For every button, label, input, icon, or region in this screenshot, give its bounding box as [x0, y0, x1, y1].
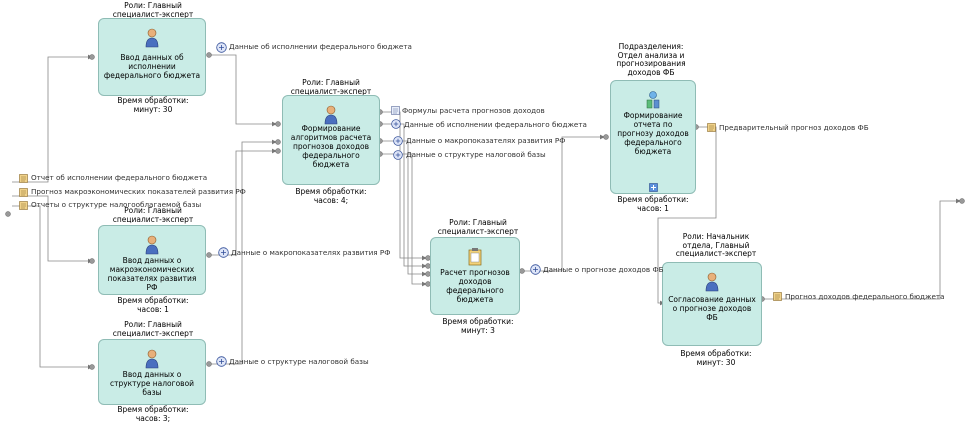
- edge-input-n1: [12, 54, 93, 183]
- org-unit-icon: [646, 91, 660, 109]
- process-name: Расчет прогнозов доходов федерального бю…: [440, 268, 510, 304]
- document-icon: [391, 106, 400, 115]
- role-label: Роли: Главный специалист-эксперт: [112, 1, 194, 19]
- data-label: Данные о прогнозе доходов ФБ: [543, 265, 664, 274]
- data-label: Данные о структуре налоговой базы: [229, 357, 369, 366]
- edge-n4-macro: [382, 140, 427, 277]
- process-node-calc-forecast[interactable]: Расчет прогнозов доходов федерального бю…: [430, 237, 520, 315]
- user-icon: [324, 105, 338, 125]
- process-name: Ввод данных об исполнении федерального б…: [103, 53, 201, 80]
- data-label: Данные о структуре налоговой базы: [406, 150, 546, 159]
- time-label: Время обработки: часов: 3;: [117, 405, 189, 423]
- role-label: Роли: Главный специалист-эксперт: [112, 320, 194, 338]
- document-icon: [19, 188, 28, 197]
- role-label: Роли: Главный специалист-эксперт: [437, 218, 519, 236]
- data-label: Данные об исполнении федерального бюджет…: [404, 120, 587, 129]
- data-object-icon: [393, 136, 403, 146]
- edge-n1-exec: [209, 54, 277, 127]
- document-icon: [19, 174, 28, 183]
- data-object-icon: [216, 42, 227, 53]
- time-label: Время обработки: часов: 4;: [295, 187, 367, 205]
- clipboard-icon: [468, 248, 482, 266]
- process-node-algorithms[interactable]: Формирование алгоритмов расчета прогнозо…: [282, 95, 380, 185]
- document-icon: [707, 123, 716, 132]
- department-label: Подразделения: Отдел анализа и прогнозир…: [616, 42, 686, 77]
- user-icon: [705, 272, 719, 292]
- data-label: Данные об исполнении федерального бюджет…: [229, 42, 412, 51]
- data-label: Данные о макропоказателях развития РФ: [406, 136, 566, 145]
- document-icon: [773, 292, 782, 301]
- edge-n4-tax: [382, 153, 427, 287]
- role-label: Роли: Главный специалист-эксперт: [290, 78, 372, 96]
- data-object-icon: [393, 150, 403, 160]
- edge-input-n3: [12, 205, 93, 370]
- data-label: Формулы расчета прогнозов доходов: [402, 106, 545, 115]
- edge-n4-exec: [382, 123, 427, 269]
- data-object-icon: [216, 356, 227, 367]
- edge-n2-macro: [209, 148, 277, 256]
- document-icon: [19, 201, 28, 210]
- data-object-icon: [530, 264, 541, 275]
- process-node-macro-input[interactable]: Ввод данных о макроэкономических показат…: [98, 225, 206, 295]
- expand-subprocess-icon[interactable]: [649, 183, 658, 192]
- process-name: Формирование отчета по прогнозу доходов …: [617, 111, 689, 156]
- process-node-exec-budget-input[interactable]: Ввод данных об исполнении федерального б…: [98, 18, 206, 96]
- process-node-tax-input[interactable]: Ввод данных о структуре налоговой базы: [98, 339, 206, 405]
- data-object-icon: [218, 247, 229, 258]
- input-label: Прогноз макроэкономических показателей р…: [31, 187, 246, 196]
- user-icon: [145, 349, 159, 369]
- role-label: Роли: Начальник отдела, Главный специали…: [675, 232, 757, 258]
- process-name: Ввод данных о макроэкономических показат…: [107, 256, 197, 292]
- role-label: Роли: Главный специалист-эксперт: [112, 206, 194, 224]
- data-label: Прогноз доходов федерального бюджета: [785, 292, 945, 301]
- data-label: Данные о макропоказателях развития РФ: [231, 248, 391, 257]
- time-label: Время обработки: минут: 3: [442, 317, 514, 335]
- time-label: Время обработки: часов: 1: [117, 296, 189, 314]
- input-label: Отчет об исполнении федерального бюджета: [31, 173, 208, 182]
- input-label: Отчеты о структуре налогооблагаемой базы: [31, 200, 202, 209]
- process-name: Ввод данных о структуре налоговой базы: [109, 370, 195, 397]
- process-name: Формирование алгоритмов расчета прогнозо…: [290, 124, 372, 169]
- edge-n7-final: [764, 198, 961, 300]
- data-label: Предварительный прогноз доходов ФБ: [719, 123, 869, 132]
- process-node-report[interactable]: Формирование отчета по прогнозу доходов …: [610, 80, 696, 194]
- time-label: Время обработки: часов: 1: [617, 195, 689, 213]
- user-icon: [145, 28, 159, 48]
- user-icon: [145, 235, 159, 255]
- time-label: Время обработки: минут: 30: [680, 349, 752, 367]
- process-node-approval[interactable]: Согласование данных о прогнозе доходов Ф…: [662, 262, 762, 346]
- data-object-icon: [391, 119, 401, 129]
- time-label: Время обработки: минут: 30: [117, 96, 189, 114]
- edge-n4-formulas: [382, 111, 427, 261]
- process-name: Согласование данных о прогнозе доходов Ф…: [668, 295, 756, 322]
